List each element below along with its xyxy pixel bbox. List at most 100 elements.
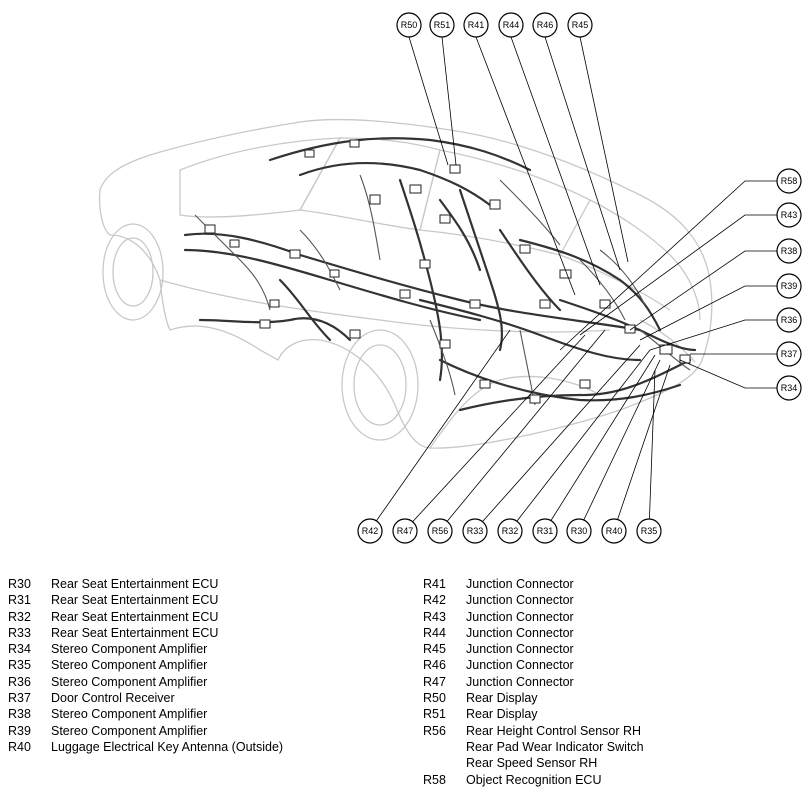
legend-code: R46: [423, 658, 446, 673]
svg-text:R40: R40: [606, 526, 623, 536]
legend-name: Junction Connector: [466, 609, 574, 624]
legend-code: R47: [423, 674, 446, 689]
callout-R35: R35: [636, 518, 662, 544]
callout-R40: R40: [601, 518, 627, 544]
legend-row: R42 Junction Connector: [423, 592, 644, 608]
legend-name: Rear Seat Entertainment ECU: [51, 625, 219, 640]
svg-text:R41: R41: [468, 20, 485, 30]
svg-text:R58: R58: [781, 176, 798, 186]
svg-text:R50: R50: [401, 20, 418, 30]
legend-name: Junction Connector: [466, 642, 574, 657]
svg-text:R31: R31: [537, 526, 554, 536]
legend-row: R51 Rear Display: [423, 706, 644, 722]
callout-R45: R45: [567, 12, 593, 38]
legend-row: R43 Junction Connector: [423, 609, 644, 625]
legend-name: Junction Connector: [466, 625, 574, 640]
legend-name: Rear Height Control Sensor RH: [466, 723, 642, 738]
svg-text:R32: R32: [502, 526, 519, 536]
legend-code: R45: [423, 642, 446, 657]
legend-code: R56: [423, 723, 446, 738]
legend-name: Junction Connector: [466, 674, 574, 689]
callout-R43: R43: [776, 202, 802, 228]
legend-code: R31: [8, 593, 31, 608]
legend-code: R40: [8, 739, 31, 754]
front-wheel: [102, 223, 164, 321]
callout-R58: R58: [776, 168, 802, 194]
legend-name: Junction Connector: [466, 658, 574, 673]
svg-text:R47: R47: [397, 526, 414, 536]
legend-row: R41 Junction Connector: [423, 576, 644, 592]
legend-name: Rear Display: [466, 691, 538, 706]
svg-text:R45: R45: [572, 20, 589, 30]
legend-name: Object Recognition ECU: [466, 772, 602, 787]
legend-row: R46 Junction Connector: [423, 657, 644, 673]
svg-text:R46: R46: [537, 20, 554, 30]
callout-R34: R34: [776, 375, 802, 401]
legend-name: Rear Display: [466, 707, 538, 722]
callout-R38: R38: [776, 238, 802, 264]
legend-name: Luggage Electrical Key Antenna (Outside): [51, 739, 284, 754]
legend-code: R43: [423, 609, 446, 624]
legend-name: Rear Seat Entertainment ECU: [51, 593, 219, 608]
legend-row: R32 Rear Seat Entertainment ECU: [8, 609, 283, 625]
svg-text:R51: R51: [434, 20, 451, 30]
callout-R32: R32: [497, 518, 523, 544]
legend-name: Stereo Component Amplifier: [51, 707, 208, 722]
legend-row: R40 Luggage Electrical Key Antenna (Outsi…: [8, 739, 283, 755]
legend-code: R33: [8, 625, 31, 640]
legend-code: R35: [8, 658, 31, 673]
legend-name: Stereo Component Amplifier: [51, 658, 208, 673]
legend-code: R30: [8, 577, 31, 591]
legend-row: R56 Rear Height Control Sensor RH: [423, 723, 644, 739]
legend-row: R47 Junction Connector: [423, 674, 644, 690]
legend-code: R38: [8, 707, 31, 722]
legend-code: R34: [8, 642, 31, 657]
wiring-harness: [183, 137, 697, 412]
legend-name: Rear Seat Entertainment ECU: [51, 609, 219, 624]
callout-R50: R50: [396, 12, 422, 38]
legend-row: R35 Stereo Component Amplifier: [8, 657, 283, 673]
legend-code: R51: [423, 707, 446, 722]
legend-code: R44: [423, 625, 446, 640]
callout-R47: R47: [392, 518, 418, 544]
legend-code: R41: [423, 577, 446, 591]
svg-text:R44: R44: [503, 20, 520, 30]
legend-row: R44 Junction Connector: [423, 625, 644, 641]
legend-row: R45 Junction Connector: [423, 641, 644, 657]
legend-row: R34 Stereo Component Amplifier: [8, 641, 283, 657]
legend-name: Junction Connector: [466, 593, 574, 608]
legend-code: R50: [423, 691, 446, 706]
legend-code: [423, 755, 466, 771]
svg-text:R56: R56: [432, 526, 449, 536]
legend-code: R39: [8, 723, 31, 738]
legend-row: R50 Rear Display: [423, 690, 644, 706]
legend-code: [423, 739, 466, 755]
callout-R51: R51: [429, 12, 455, 38]
svg-text:R39: R39: [781, 281, 798, 291]
callout-R56: R56: [427, 518, 453, 544]
callout-R33: R33: [462, 518, 488, 544]
legend-name: Stereo Component Amplifier: [51, 674, 208, 689]
legend-name: Rear Pad Wear Indicator Switch: [466, 739, 644, 754]
wiring-harness-thin: [194, 174, 691, 406]
legend-name: Junction Connector: [466, 577, 574, 591]
callout-R41: R41: [463, 12, 489, 38]
callout-R46: R46: [532, 12, 558, 38]
legend-code: R32: [8, 609, 31, 624]
callout-R39: R39: [776, 273, 802, 299]
svg-text:R43: R43: [781, 210, 798, 220]
legend-row: R31 Rear Seat Entertainment ECU: [8, 592, 283, 608]
wiring-harness-diagram: R50 R51 R41 R44 R46 R45 R58 R43 R38 R39 …: [98, 12, 802, 544]
legend-name: Stereo Component Amplifier: [51, 642, 208, 657]
callout-R30: R30: [566, 518, 592, 544]
svg-text:R36: R36: [781, 315, 798, 325]
callout-R44: R44: [498, 12, 524, 38]
legend-code: R42: [423, 593, 446, 608]
callout-R37: R37: [776, 341, 802, 367]
svg-text:R30: R30: [571, 526, 588, 536]
harness-connectors: [204, 139, 691, 404]
